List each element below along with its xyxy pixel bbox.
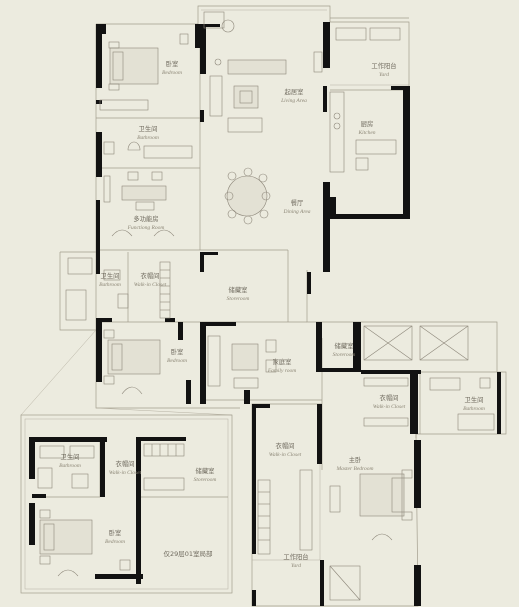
living-label: 起居室 [285,87,304,96]
kitchen-label-en: Kitchen [357,130,375,136]
walkin-w-label-en: Walk-in Closet [134,282,167,288]
storeroom-e-label-en: Storeroom [333,352,356,358]
bathroom-nw-label: 卫生间 [139,124,158,133]
function-label-en: Functiong Room [127,225,165,231]
walkin-c-label-en: Walk-in Closet [269,452,302,458]
bedroom-w-label: 卧室 [171,347,184,356]
bathroom-e-label: 卫生间 [465,395,484,404]
inset-storeroom-label-en: Storeroom [194,477,217,483]
dining-label: 餐厅 [291,198,304,207]
master-label-en: Master Bedroom [336,466,374,472]
master-label: 主卧 [349,455,362,464]
yard-ne-label-en: Yard [379,72,389,78]
storeroom-c-label: 储藏室 [229,285,248,294]
function-label: 多功能房 [133,214,158,223]
kitchen-label: 厨房 [361,119,374,128]
dining-label-en: Dining Area [282,209,310,215]
bathroom-w-label: 卫生间 [101,271,120,280]
inset-storeroom-label: 储藏室 [196,466,215,475]
bedroom-nw-label: 卧室 [166,59,179,68]
family-label: 家庭室 [273,357,292,366]
furniture [37,11,495,601]
room-labels: 卧室 Bedroom 卫生间 Bathroom 起居室 Living Area … [59,59,485,569]
bathroom-e-label-en: Bathroom [463,406,485,412]
inset-bedroom-label-en: Bedroom [105,539,125,545]
living-label-en: Living Area [280,98,307,104]
walkin-e-label-en: Walk-in Closet [373,404,406,410]
walkin-e-label: 衣帽间 [380,393,399,402]
inset-walkin-label: 衣帽间 [116,459,135,468]
bedroom-w-label-en: Bedroom [167,358,187,364]
yard-s-label: 工作阳台 [283,552,308,561]
yard-ne-label: 工作阳台 [371,61,396,70]
bathroom-w-label-en: Bathroom [99,282,121,288]
walkin-w-label: 衣帽间 [141,271,160,280]
bathroom-nw-label-en: Bathroom [137,135,159,141]
walls [29,22,501,606]
storeroom-e-label: 储藏室 [335,341,354,350]
storeroom-c-label-en: Storeroom [227,296,250,302]
inset-note: 仅29层01室局部 [163,549,213,558]
inset-bedroom-label: 卧室 [109,528,122,537]
walkin-c-label: 衣帽间 [276,441,295,450]
bedroom-nw-label-en: Bedroom [162,70,182,76]
family-label-en: Family room [267,368,296,374]
yard-s-label-en: Yard [291,563,301,569]
inset-bathroom-label-en: Bathroom [59,463,81,469]
inset-walkin-label-en: Walk-in Closet [109,470,142,476]
inset-bathroom-label: 卫生间 [61,452,80,461]
